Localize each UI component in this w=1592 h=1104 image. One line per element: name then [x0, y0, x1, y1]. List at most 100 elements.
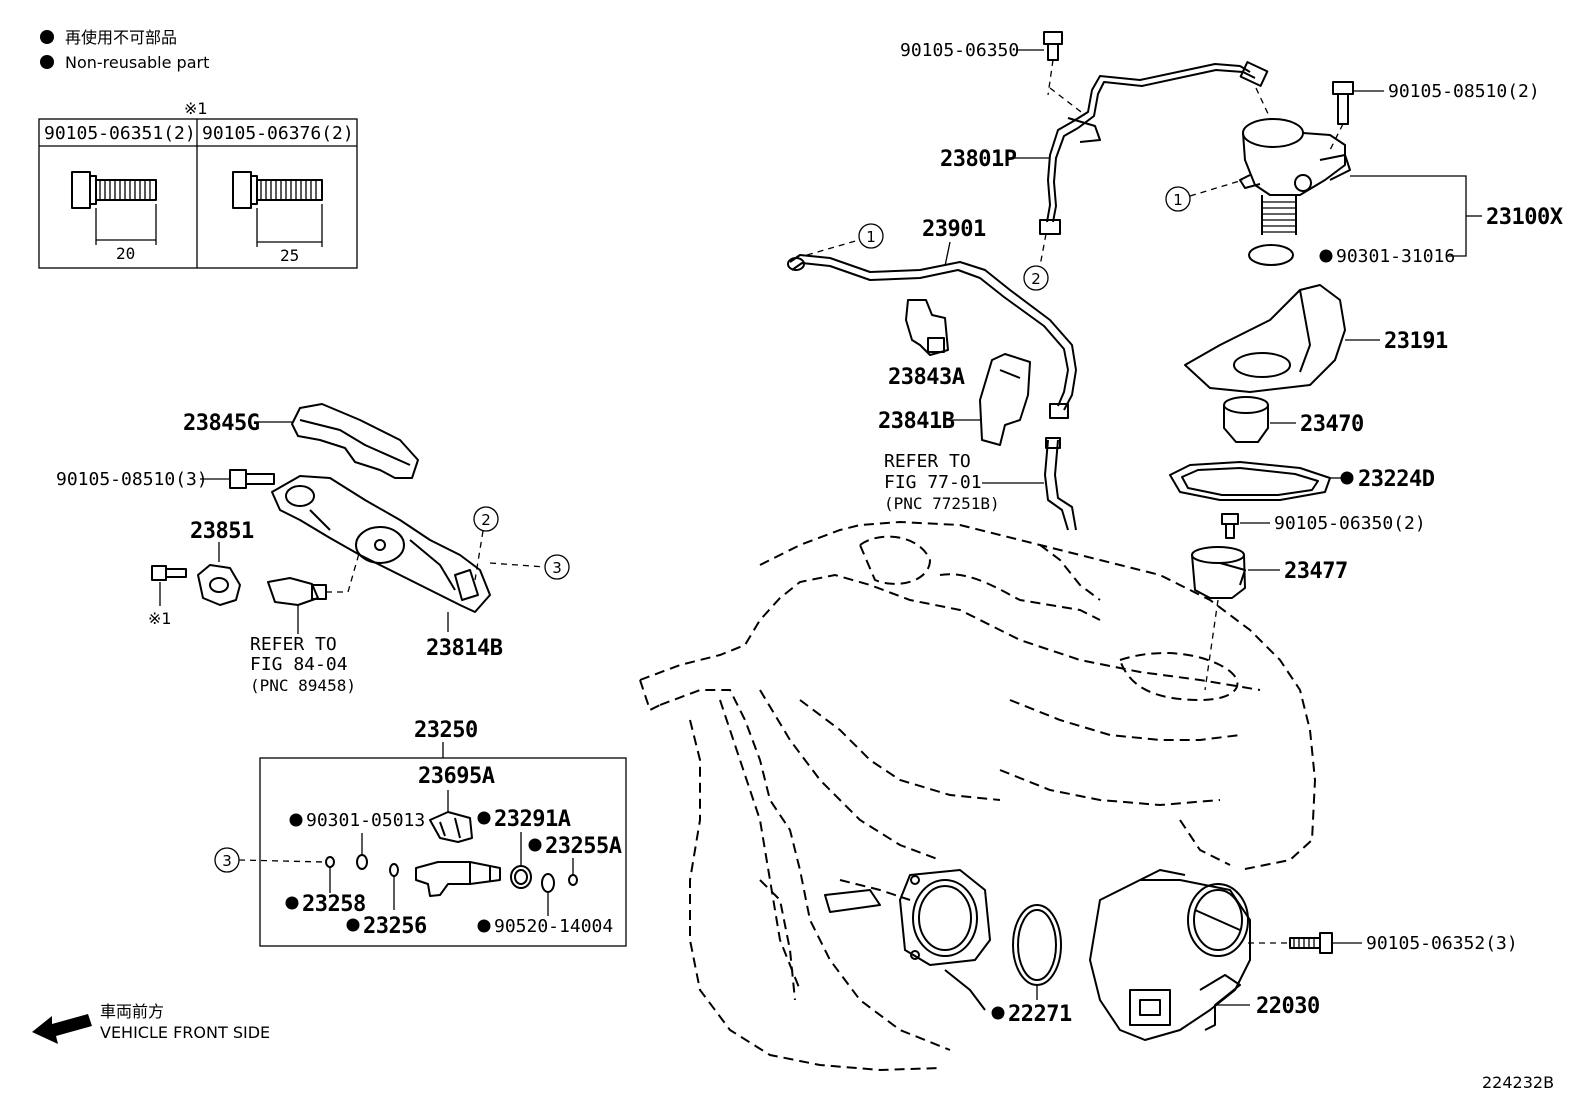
- oring-90301-31016-icon: [1248, 244, 1294, 266]
- nonreusable-dot-icon: [40, 30, 54, 44]
- nonreusable-dot-icon: [1340, 471, 1354, 485]
- callout-1b-circle: [858, 223, 884, 249]
- injector-kit-frame: [259, 757, 627, 947]
- delivery-pipe-23814b: [271, 475, 491, 613]
- clamp-23841b: [979, 353, 1031, 446]
- gasket-23224d: [1169, 461, 1331, 501]
- legend-nonreusable-en: Non-reusable part: [65, 53, 209, 72]
- injector-body: [415, 861, 501, 897]
- filter-23255a-icon: [568, 874, 578, 886]
- bolt-table-col2-part: 90105-06376(2): [202, 123, 354, 144]
- bolt-table-col2-length: 25: [280, 246, 299, 265]
- part-90301-31016-label: 90301-31016: [1336, 246, 1455, 267]
- bolt-table-note: ※1: [184, 99, 208, 118]
- part-23291A-label: 23291A: [494, 807, 571, 832]
- part-23801P-label: 23801P: [940, 147, 1017, 172]
- bolt-table: ※1 90105-06351(2) 90105-06376(2) 20 25: [38, 99, 358, 269]
- part-90105-06352-label: 90105-06352(3): [1366, 933, 1518, 954]
- oring-90520-14004-icon: [541, 873, 555, 893]
- refer-77-line1: REFER TO: [884, 451, 971, 472]
- part-23191-label: 23191: [1384, 329, 1448, 354]
- insulator-23191: [1184, 284, 1346, 393]
- callout-2b: 2: [481, 511, 491, 529]
- bolt-90105-08510-3-icon: [229, 469, 275, 489]
- part-23224D-label: 23224D: [1358, 467, 1435, 492]
- vehicle-front-arrow-icon: [32, 1014, 92, 1044]
- insulator-23845g: [291, 403, 419, 479]
- nonreusable-dot-icon: [477, 919, 491, 933]
- part-23851-label: 23851: [190, 519, 254, 544]
- refer-77-line3: (PNC 77251B): [884, 494, 1000, 513]
- refer-84-line3: (PNC 89458): [250, 676, 356, 695]
- bolt-25mm-icon: [232, 171, 323, 247]
- part-23901-label: 23901: [922, 217, 986, 242]
- nonreusable-dot-icon: [528, 838, 542, 852]
- nonreusable-dot-icon: [1319, 249, 1333, 263]
- part-23256-label: 23256: [363, 914, 427, 939]
- part-90520-14004-label: 90520-14004: [494, 916, 613, 937]
- bolt-table-col1-part: 90105-06351(2): [44, 123, 196, 144]
- part-23695A-label: 23695A: [418, 764, 495, 789]
- fuel-pipe-23901: [787, 254, 1077, 419]
- clip-23695a: [429, 811, 473, 843]
- fuel-pump-23100x: [1239, 118, 1351, 235]
- bolt-90105-06350-icon: [1043, 31, 1063, 61]
- part-90105-08510-3-label: 90105-08510(3): [56, 469, 208, 490]
- legend-front-en: VEHICLE FRONT SIDE: [100, 1023, 270, 1042]
- callout-2b-circle: [473, 506, 499, 532]
- part-23470-label: 23470: [1300, 412, 1364, 437]
- part-23845G-label: 23845G: [183, 411, 260, 436]
- legend: 再使用不可部品 Non-reusable part: [40, 28, 209, 72]
- part-23100X-label: 23100X: [1486, 205, 1563, 230]
- lifter-23470: [1223, 396, 1269, 443]
- engine-outline: [639, 520, 1317, 1072]
- oring-90301-05013-icon: [356, 854, 368, 870]
- part-23814B-label: 23814B: [426, 636, 503, 661]
- nonreusable-dot-icon: [289, 813, 303, 827]
- figure-id: 224232B: [1482, 1073, 1554, 1092]
- throttle-body-22030: [1089, 869, 1251, 1041]
- part-23250-label: 23250: [414, 718, 478, 743]
- callout-2-circle: [1023, 265, 1049, 291]
- washer-23256-icon: [389, 863, 399, 877]
- part-23258-label: 23258: [302, 892, 366, 917]
- callout-2: 2: [1031, 270, 1041, 288]
- refer-84-line2: FIG 84-04: [250, 654, 348, 675]
- bolt-note1-icon: [151, 565, 187, 581]
- nonreusable-dot-icon: [991, 1006, 1005, 1020]
- part-23255A-label: 23255A: [545, 834, 622, 859]
- callout-1-circle: [1165, 186, 1191, 212]
- bolt-table-frame: [38, 118, 358, 269]
- nonreusable-dot-icon: [346, 918, 360, 932]
- callout-1: 1: [1173, 191, 1183, 209]
- fuel-pipe-23801p: [1039, 61, 1269, 235]
- legend-nonreusable-jp: 再使用不可部品: [65, 28, 177, 47]
- bolt-90105-06352-icon: [1289, 932, 1333, 954]
- bolt-table-col1-length: 20: [116, 244, 135, 263]
- pressure-sensor: [267, 577, 327, 606]
- part-22030-label: 22030: [1256, 994, 1320, 1019]
- legend-front-jp: 車両前方: [100, 1002, 164, 1021]
- note-mark-1: ※1: [148, 609, 172, 628]
- part-22271-label: 22271: [1008, 1002, 1072, 1027]
- seal-23258-icon: [325, 856, 335, 868]
- bolt-90105-08510-icon: [1332, 81, 1354, 125]
- bolt-90105-06350-2-icon: [1221, 513, 1239, 539]
- part-23841B-label: 23841B: [878, 409, 955, 434]
- nonreusable-dot-icon: [285, 896, 299, 910]
- clip-23843a: [905, 299, 949, 356]
- nonreusable-dot-icon: [40, 55, 54, 69]
- refer-84-line1: REFER TO: [250, 634, 337, 655]
- part-90301-05013-label: 90301-05013: [306, 810, 425, 831]
- part-90105-08510-2-label: 90105-08510(2): [1388, 81, 1540, 102]
- refer-77-line2: FIG 77-01: [884, 472, 982, 493]
- part-23477-label: 23477: [1284, 559, 1348, 584]
- part-23843A-label: 23843A: [888, 365, 965, 390]
- callout-3b: 3: [222, 852, 232, 870]
- housing-23477: [1191, 546, 1246, 599]
- gasket-22271: [1012, 904, 1062, 1000]
- fuel-hose: [1044, 437, 1077, 531]
- bolt-20mm-icon: [71, 171, 157, 245]
